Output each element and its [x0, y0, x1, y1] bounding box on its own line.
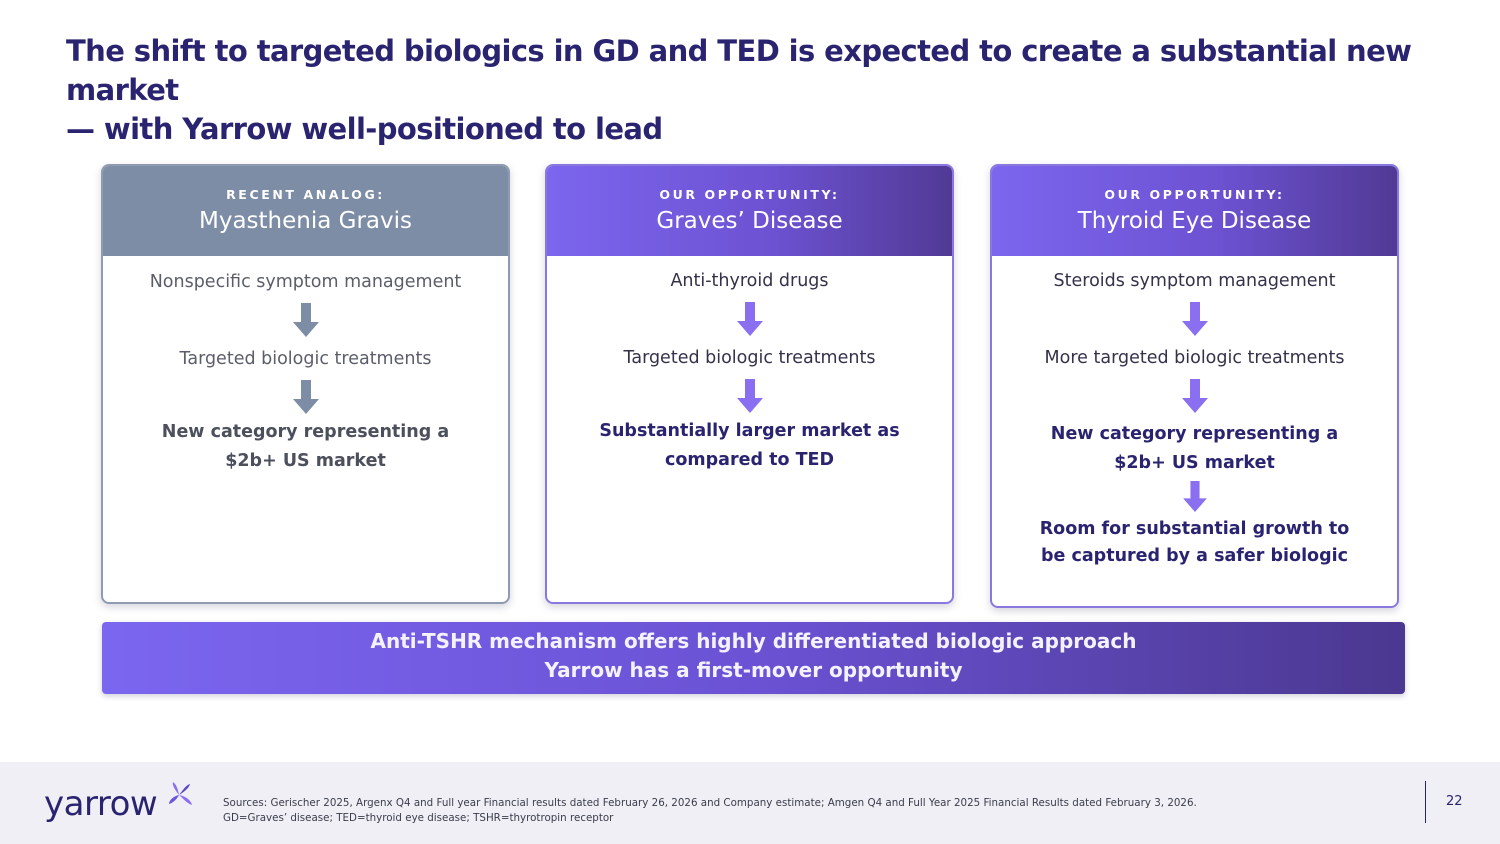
arrow-down-icon: [736, 302, 763, 336]
card-body: Anti-thyroid drugs Targeted biologic tre…: [547, 256, 952, 475]
card-step: More targeted biologic treatments: [1044, 348, 1345, 368]
card-step: Anti-thyroid drugs: [670, 271, 829, 291]
card-step-highlight: New category representing a $2b+ US mark…: [161, 422, 450, 471]
arrow-down-icon: [292, 380, 319, 414]
card-graves-disease: OUR OPPORTUNITY: Graves’ Disease Anti-th…: [545, 164, 954, 604]
card-header: RECENT ANALOG: Myasthenia Gravis: [103, 166, 508, 256]
banner-line-1: Anti-TSHR mechanism offers highly differ…: [370, 629, 1137, 653]
card-step: Targeted biologic treatments: [623, 348, 876, 368]
card-header: OUR OPPORTUNITY: Thyroid Eye Disease: [992, 166, 1397, 256]
yarrow-flower-icon: [169, 782, 192, 805]
banner-line-2: Yarrow has a first-mover opportunity: [544, 658, 963, 682]
footer-divider: [1425, 781, 1426, 823]
sources-line-1: Sources: Gerischer 2025, Argenx Q4 and F…: [223, 797, 1197, 809]
sources-line-2: GD=Graves’ disease; TED=thyroid eye dise…: [223, 812, 614, 824]
logo-text: yarrow: [44, 784, 158, 824]
arrow-down-icon: [1181, 379, 1208, 413]
arrow-down-icon: [1181, 302, 1208, 336]
card-body: Steroids symptom management More targete…: [992, 256, 1397, 570]
card-step-highlight: Substantially larger market as compared …: [599, 421, 900, 470]
summary-banner: Anti-TSHR mechanism offers highly differ…: [102, 622, 1405, 694]
card-eyebrow: OUR OPPORTUNITY:: [1104, 187, 1285, 202]
slide-title-line-1: The shift to targeted biologics in GD an…: [66, 34, 1412, 107]
card-myasthenia-gravis: RECENT ANALOG: Myasthenia Gravis Nonspec…: [101, 164, 510, 604]
card-step-highlight: Room for substantial growth to be captur…: [1039, 519, 1350, 566]
card-title: Thyroid Eye Disease: [1077, 208, 1312, 234]
sources-footnote: Sources: Gerischer 2025, Argenx Q4 and F…: [223, 796, 1393, 826]
arrow-down-icon: [1182, 481, 1207, 512]
card-eyebrow: RECENT ANALOG:: [226, 187, 385, 202]
slide-title: The shift to targeted biologics in GD an…: [66, 32, 1466, 149]
footer: yarrow Sources: Gerischer 2025, Argenx Q…: [0, 762, 1500, 844]
card-eyebrow: OUR OPPORTUNITY:: [659, 187, 840, 202]
card-step-highlight: New category representing a $2b+ US mark…: [1050, 424, 1339, 473]
arrow-down-icon: [736, 379, 763, 413]
card-step: Targeted biologic treatments: [179, 349, 432, 369]
page-number: 22: [1446, 794, 1463, 809]
card-step: Steroids symptom management: [1053, 271, 1336, 291]
arrow-down-icon: [292, 303, 319, 337]
card-title: Myasthenia Gravis: [198, 208, 412, 234]
card-body: Nonspecific symptom management Targeted …: [103, 256, 508, 476]
card-thyroid-eye-disease: OUR OPPORTUNITY: Thyroid Eye Disease Ste…: [990, 164, 1399, 608]
card-header: OUR OPPORTUNITY: Graves’ Disease: [547, 166, 952, 256]
card-step: Nonspecific symptom management: [149, 272, 462, 292]
slide-title-line-2: — with Yarrow well-positioned to lead: [66, 112, 663, 146]
yarrow-logo: yarrow: [44, 779, 204, 829]
card-title: Graves’ Disease: [656, 208, 843, 234]
